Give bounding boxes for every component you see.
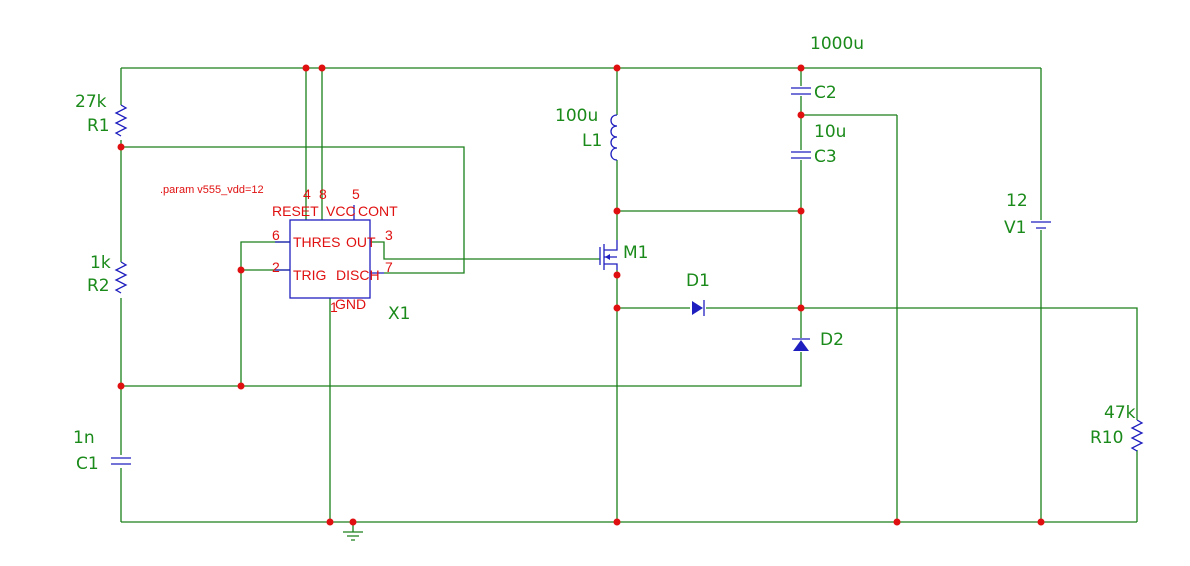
v1-name: V1 [1004,218,1026,238]
pin3: 3 [385,227,393,243]
resistor-r1[interactable] [114,104,128,137]
components [111,87,1144,541]
pin-reset-label: RESET [272,203,319,219]
param-directive: .param v555_vdd=12 [160,184,264,196]
capacitor-c1[interactable] [111,457,131,465]
r10-value: 47k [1104,403,1136,423]
r10-name: R10 [1090,428,1123,448]
l1-name: L1 [582,131,602,151]
diode-d2[interactable] [792,338,810,351]
pin6: 6 [272,227,280,243]
d1-name: D1 [686,271,710,291]
c3-value: 10u [814,122,846,142]
ic-555-x1[interactable] [289,219,371,299]
pin8: 8 [319,186,327,202]
v1-value: 12 [1006,191,1028,211]
pin1: 1 [330,299,338,315]
x1-name: X1 [388,304,410,324]
r2-value: 1k [90,253,111,273]
mosfet-m1[interactable] [599,240,618,270]
pin-thres-label: THRES [293,234,340,250]
inductor-l1[interactable] [610,114,618,161]
resistor-r2[interactable] [114,261,128,294]
capacitor-v1[interactable] [1031,221,1051,229]
l1-value: 100u [555,106,598,126]
pin-cont-label: CONT [358,203,398,219]
pin-trig-label: TRIG [293,267,326,283]
pin-gnd-label: GND [335,296,366,312]
labels: 27k R1 1k R2 1n C1 1000u C2 10u C3 100u … [73,34,1136,474]
ground-symbol [343,531,363,541]
pin7: 7 [385,259,393,275]
c2-name: C2 [814,83,837,103]
c3-name: C3 [814,147,837,167]
pin-out-label: OUT [346,234,376,250]
diode-d1[interactable] [692,300,705,316]
pin2: 2 [272,259,280,275]
m1-name: M1 [623,243,648,263]
r1-value: 27k [75,92,107,112]
capacitor-c2[interactable] [791,87,811,95]
capacitor-c3[interactable] [791,151,811,159]
pin-vcc-label: VCC [326,203,356,219]
c1-name: C1 [76,454,99,474]
c1-value: 1n [73,428,95,448]
r1-name: R1 [87,116,110,136]
c2-value: 1000u [810,34,864,54]
pin5: 5 [352,186,360,202]
resistor-r10[interactable] [1130,419,1144,452]
pin-disch-label: DISCH [336,267,380,283]
wires [120,67,1138,532]
d2-name: D2 [820,330,844,350]
pin4: 4 [303,186,311,202]
r2-name: R2 [87,276,110,296]
nodes [117,64,1045,526]
